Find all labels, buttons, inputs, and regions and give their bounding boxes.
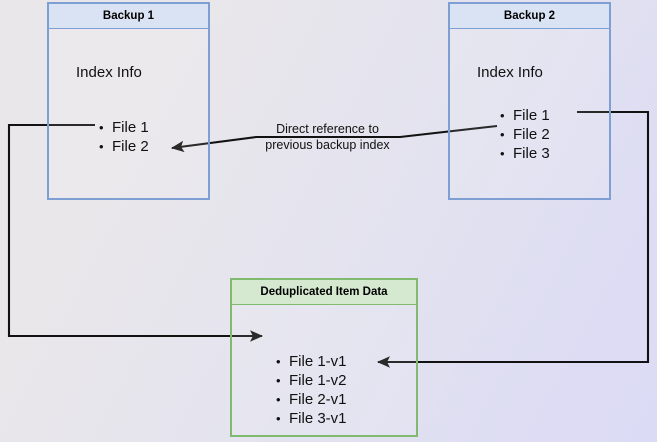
direct-reference-caption-line-1: Direct reference to (276, 122, 379, 136)
dedup-file-list: File 1-v1 File 1-v2 File 2-v1 File 3-v1 (276, 352, 347, 428)
backup-1-box[interactable]: Backup 1 Index Info File 1 File 2 (47, 2, 210, 200)
backup-2-file-list: File 1 File 2 File 3 (500, 106, 550, 163)
connector-backup1-to-dedup (7, 123, 264, 342)
backup-1-body: Index Info File 1 File 2 (49, 29, 208, 198)
list-item: File 3-v1 (276, 409, 347, 428)
deduplicated-item-data-title: Deduplicated Item Data (232, 280, 416, 305)
list-item: File 1-v2 (276, 371, 347, 390)
direct-reference-caption: Direct reference to previous backup inde… (245, 121, 410, 153)
backup-2-box[interactable]: Backup 2 Index Info File 1 File 2 File 3 (448, 2, 611, 200)
list-item: File 3 (500, 144, 550, 163)
direct-reference-caption-line-2: previous backup index (265, 138, 390, 152)
backup-2-title: Backup 2 (450, 4, 609, 29)
backup-1-file-list: File 1 File 2 (99, 118, 149, 156)
backup-1-index-info-label: Index Info (76, 64, 142, 81)
list-item: File 1 (99, 118, 149, 137)
list-item: File 2-v1 (276, 390, 347, 409)
backup-1-title: Backup 1 (49, 4, 208, 29)
deduplicated-item-data-body: File 1-v1 File 1-v2 File 2-v1 File 3-v1 (232, 305, 416, 435)
list-item: File 2 (500, 125, 550, 144)
deduplicated-item-data-box[interactable]: Deduplicated Item Data File 1-v1 File 1-… (230, 278, 418, 437)
list-item: File 2 (99, 137, 149, 156)
list-item: File 1 (500, 106, 550, 125)
list-item: File 1-v1 (276, 352, 347, 371)
connector-backup2-to-dedup (376, 110, 650, 368)
backup-2-body: Index Info File 1 File 2 File 3 (450, 29, 609, 198)
backup-2-index-info-label: Index Info (477, 64, 543, 81)
